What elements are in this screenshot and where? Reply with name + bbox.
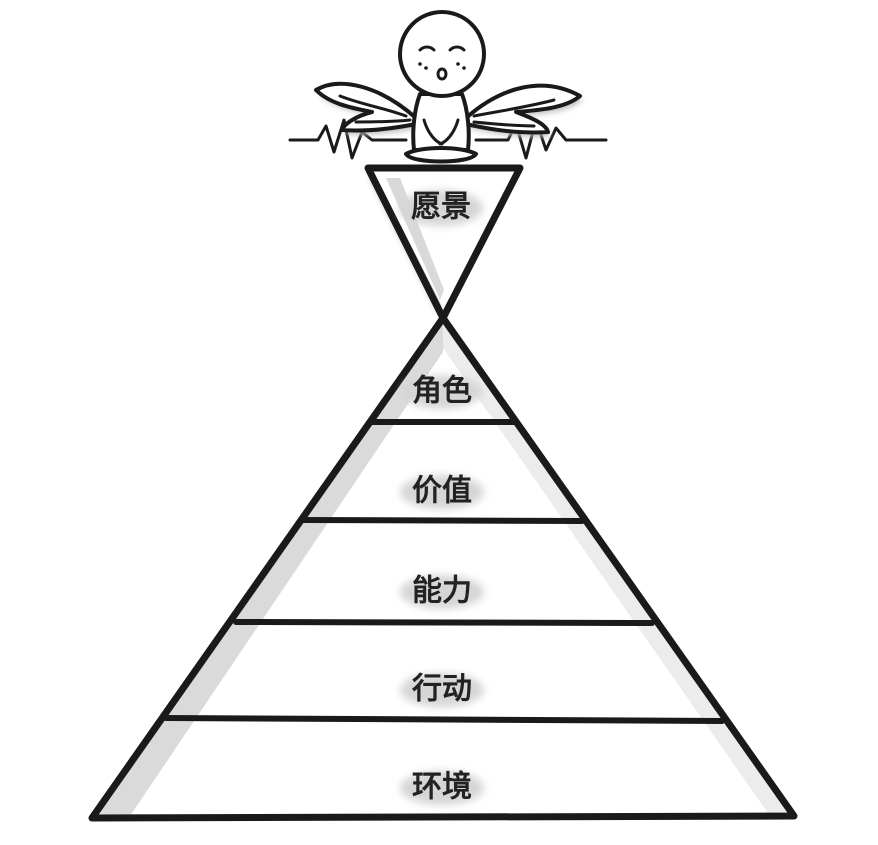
vision-triangle: 愿景 (364, 164, 524, 322)
band-divider-4 (163, 715, 725, 724)
left-wing (314, 81, 418, 133)
level-label-role: 角色 (412, 374, 472, 409)
figure-head (398, 10, 486, 98)
pulse-line-left (288, 118, 408, 160)
angel-figure-icon (288, 10, 608, 164)
level-label-action: 行动 (411, 672, 472, 707)
level-label-values: 价值 (412, 474, 472, 509)
right-wing (464, 83, 582, 135)
band-divider-2 (301, 517, 585, 524)
vision-label: 愿景 (411, 190, 471, 225)
figure-legs (404, 146, 478, 164)
figure-body (411, 92, 471, 152)
band-divider-3 (233, 619, 655, 626)
level-label-environment: 环境 (412, 770, 472, 805)
levels-pyramid: 角色 价值 能力 行动 环境 (88, 314, 798, 822)
level-label-capability: 能力 (412, 574, 472, 609)
